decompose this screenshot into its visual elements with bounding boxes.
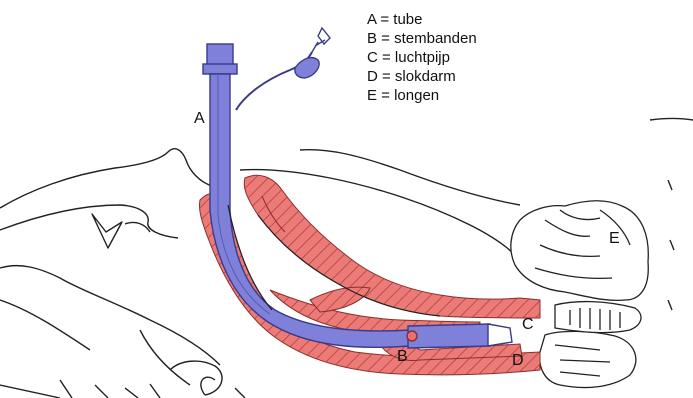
label-c: C (522, 316, 534, 334)
label-a: A (194, 110, 205, 128)
label-d: D (512, 352, 524, 370)
label-e: E (609, 230, 620, 248)
legend-item-a: A = tube (367, 10, 477, 29)
legend-item-e: E = longen (367, 86, 477, 105)
legend-item-d: D = slokdarm (367, 67, 477, 86)
legend: A = tube B = stembanden C = luchtpijp D … (367, 10, 477, 105)
label-b: B (397, 348, 408, 366)
legend-item-b: B = stembanden (367, 29, 477, 48)
legend-item-c: C = luchtpijp (367, 48, 477, 67)
